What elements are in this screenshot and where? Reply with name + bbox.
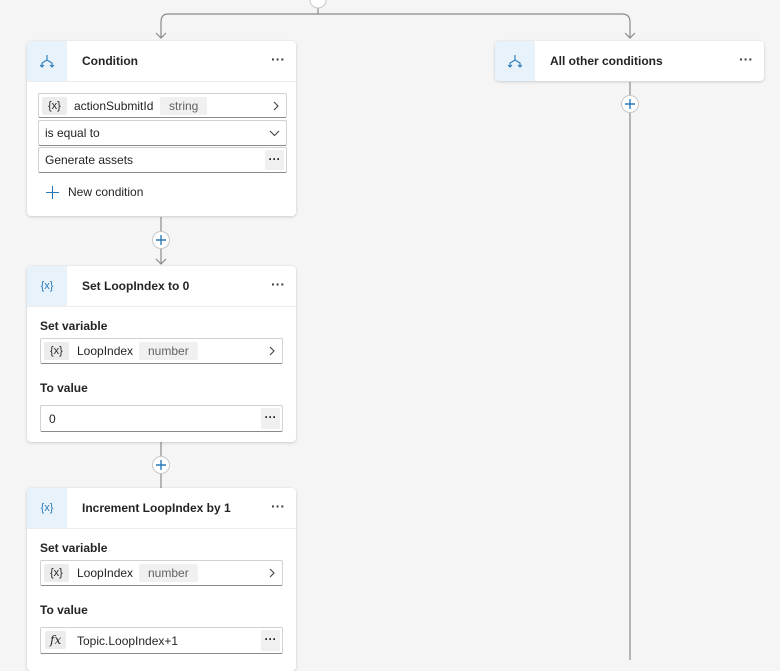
increment-card-header: {x} Increment LoopIndex by 1 ··· [27,488,296,529]
to-value-label: To value [40,603,88,617]
plus-icon [156,460,166,470]
variable-icon: {x} [44,564,69,582]
all-other-conditions-card[interactable]: All other conditions ··· [495,41,764,81]
more-options-button[interactable]: ··· [271,276,285,292]
formula-value: Topic.LoopIndex+1 [77,634,179,648]
variable-icon: {x} [42,97,67,115]
operator-dropdown[interactable]: is equal to [38,120,287,146]
card-title: Set LoopIndex to 0 [82,279,190,293]
condition-card-header: Condition ··· [27,41,296,82]
increment-variable-card[interactable]: {x} Increment LoopIndex by 1 ··· Set var… [27,488,296,671]
set-variable-label: Set variable [40,541,108,555]
variable-type: string [160,97,208,115]
branch-icon [495,41,535,81]
plus-icon [46,185,59,199]
card-title: Increment LoopIndex by 1 [82,501,231,515]
condition-variable-picker[interactable]: {x} actionSubmitId string [38,93,287,118]
set-variable-picker[interactable]: {x} LoopIndex number [40,338,283,364]
add-step-other-conditions-button[interactable] [621,95,639,113]
set-variable-card[interactable]: {x} Set LoopIndex to 0 ··· Set variable … [27,266,296,442]
more-options-button[interactable]: ··· [271,498,285,514]
increment-variable-picker[interactable]: {x} LoopIndex number [40,560,283,586]
operator-value: is equal to [45,126,100,140]
condition-value: Generate assets [45,153,134,167]
set-variable-label: Set variable [40,319,108,333]
variable-icon: {x} [27,488,67,528]
value-more-button[interactable]: ··· [265,150,284,170]
branch-icon [27,41,67,81]
variable-name: LoopIndex [77,344,134,358]
more-options-button[interactable]: ··· [739,51,753,67]
card-title: Condition [82,54,138,68]
chevron-down-icon [269,121,280,145]
new-condition-button[interactable]: New condition [46,183,143,201]
formula-value-input[interactable]: fx Topic.LoopIndex+1 ··· [40,627,283,654]
to-value-input[interactable]: 0 ··· [40,405,283,432]
condition-card[interactable]: Condition ··· {x} actionSubmitId string … [27,41,296,216]
variable-type: number [139,342,198,360]
other-conditions-header: All other conditions ··· [495,41,764,81]
value-more-button[interactable]: ··· [261,630,280,651]
value-more-button[interactable]: ··· [261,408,280,429]
add-step-after-set-button[interactable] [152,456,170,474]
more-options-button[interactable]: ··· [271,51,285,67]
chevron-right-icon [272,94,280,117]
plus-icon [156,235,166,245]
new-condition-label: New condition [68,185,144,199]
variable-name: actionSubmitId [74,99,154,113]
variable-icon: {x} [27,266,67,306]
to-value-label: To value [40,381,88,395]
variable-type: number [139,564,198,582]
set-card-header: {x} Set LoopIndex to 0 ··· [27,266,296,307]
chevron-right-icon [268,339,276,363]
condition-value-input[interactable]: Generate assets ··· [38,147,287,173]
card-title: All other conditions [550,54,663,68]
chevron-right-icon [268,561,276,585]
variable-icon: {x} [44,342,69,360]
variable-name: LoopIndex [77,566,134,580]
add-step-after-condition-button[interactable] [152,231,170,249]
formula-icon: fx [45,631,67,649]
to-value: 0 [49,411,56,426]
plus-icon [625,99,635,109]
